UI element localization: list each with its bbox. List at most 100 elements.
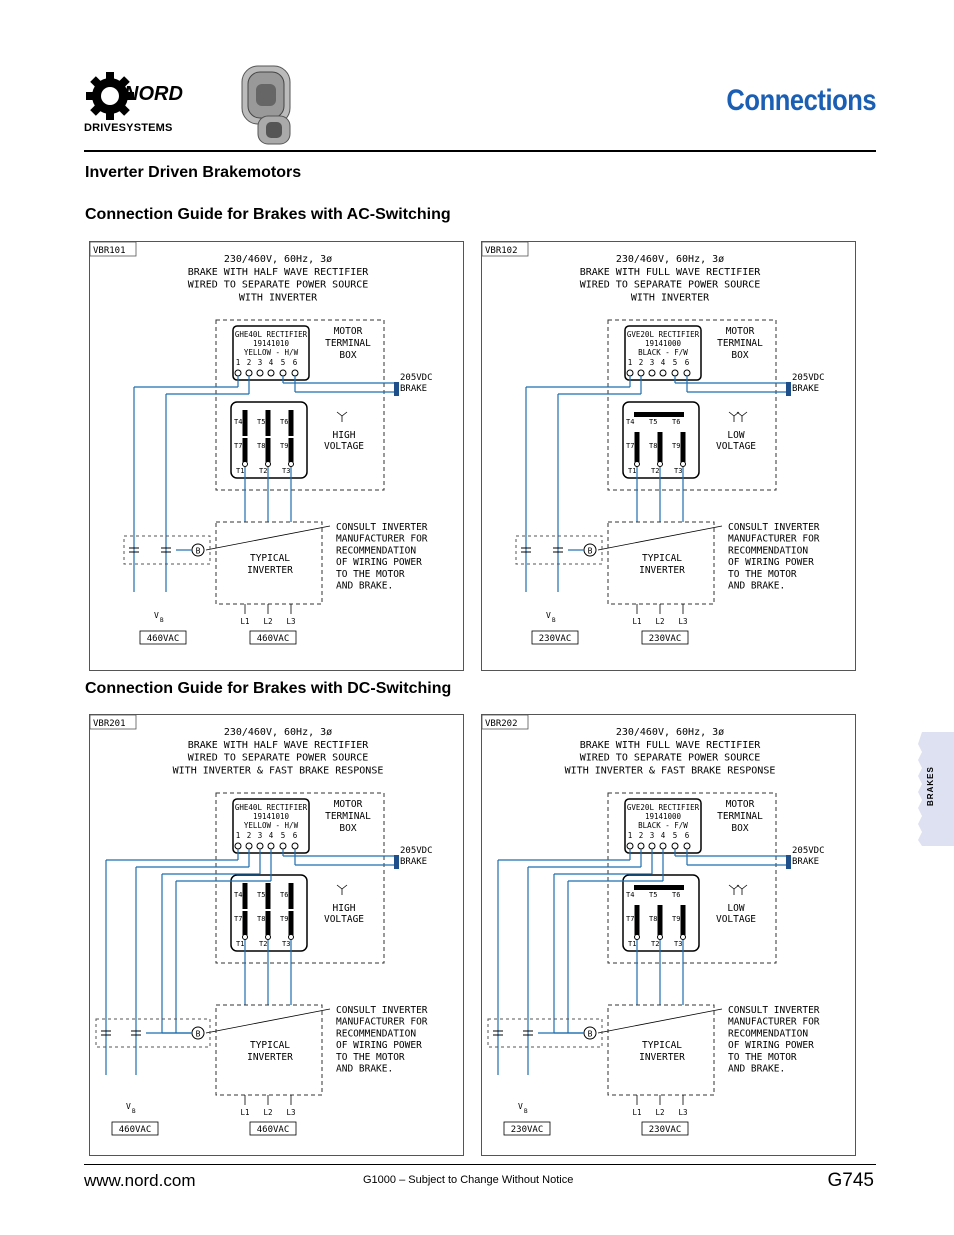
diagram-title-line: 230/460V, 60Hz, 3ø: [616, 727, 724, 738]
motor-terminal-label: T2: [259, 940, 267, 948]
inverter-box[interactable]: [215, 1004, 323, 1096]
motor-terminal-label: T7: [626, 442, 634, 450]
motor-terminal-label: T7: [626, 915, 634, 923]
brake-label: BRAKE: [400, 857, 427, 867]
consult-note-line: RECOMMENDATION: [336, 1028, 416, 1039]
inverter-label: TYPICAL: [642, 1040, 682, 1051]
rectifier-terminal: [234, 842, 242, 850]
line-terminal-label: L2: [655, 617, 664, 626]
terminal-link-bar: [265, 438, 271, 462]
motor-terminal-box-label: BOX: [731, 350, 748, 361]
voltage-label: VOLTAGE: [324, 914, 364, 925]
inverter-box[interactable]: [607, 521, 715, 605]
motor-terminal: [242, 461, 248, 467]
diagram-title-line: 230/460V, 60Hz, 3ø: [224, 254, 332, 265]
rectifier-terminal-number: 6: [685, 831, 690, 840]
brake-coil: [394, 382, 399, 396]
consult-note-line: AND BRAKE.: [728, 1064, 785, 1075]
consult-note-line: RECOMMENDATION: [336, 545, 416, 556]
consult-note-line: OF WIRING POWER: [728, 557, 814, 568]
rectifier-terminal: [245, 842, 253, 850]
vb-subscript: B: [160, 617, 164, 624]
rectifier-terminal: [279, 369, 287, 377]
rectifier-terminal: [671, 842, 679, 850]
motor-terminal-label: T9: [672, 915, 680, 923]
inverter-supply-box: [641, 630, 689, 645]
motor-terminal-label: T4: [626, 891, 634, 899]
motor-terminal: [634, 934, 640, 940]
consult-note-line: AND BRAKE.: [728, 581, 785, 592]
vb-supply-box: [111, 1121, 159, 1136]
brake-contactor-label: B: [588, 1030, 593, 1039]
motor-terminal: [242, 934, 248, 940]
motor-terminal-label: T3: [674, 467, 682, 475]
inverter-label: INVERTER: [639, 1052, 685, 1063]
motor-terminal-box-label: TERMINAL: [325, 338, 371, 349]
rectifier-terminal-number: 1: [628, 358, 633, 367]
line-terminal-label: L3: [286, 1108, 295, 1117]
motor-terminal-label: T1: [628, 467, 636, 475]
brake-label: 205VDC: [400, 373, 433, 383]
inverter-box[interactable]: [215, 521, 323, 605]
rectifier-terminal: [267, 369, 275, 377]
diagram-title-line: WITH INVERTER: [631, 292, 710, 303]
diagram-title-line: WIRED TO SEPARATE POWER SOURCE: [188, 280, 369, 291]
motor-terminal: [657, 461, 663, 467]
motor-terminal-box-outline: [607, 792, 777, 964]
motor-terminal: [680, 934, 686, 940]
diagram-title-line: WIRED TO SEPARATE POWER SOURCE: [580, 753, 761, 764]
line-terminal-label: L1: [240, 1108, 249, 1117]
diagram-id: VBR202: [485, 719, 518, 729]
rectifier-terminal-number: 5: [673, 358, 678, 367]
motor-terminal-box-label: MOTOR: [726, 326, 755, 337]
brake-coil: [786, 382, 791, 396]
inverter-supply-label: 460VAC: [257, 634, 290, 644]
consult-note-line: TO THE MOTOR: [728, 1052, 797, 1063]
rectifier-terminal-number: 3: [650, 831, 655, 840]
diagram-id: VBR101: [93, 246, 126, 256]
terminal-link-bar: [680, 905, 686, 935]
consult-note-line: TO THE MOTOR: [728, 569, 797, 580]
brake-coil: [786, 855, 791, 869]
wye-symbol: [741, 884, 748, 890]
motor-terminal-label: T5: [257, 891, 265, 899]
consult-note-line: OF WIRING POWER: [728, 1040, 814, 1051]
motor-terminal: [634, 461, 640, 467]
consult-note-line: CONSULT INVERTER: [728, 522, 820, 533]
line-terminal-label: L3: [678, 617, 687, 626]
section-heading: Inverter Driven Brakemotors: [85, 164, 302, 181]
brake-label: BRAKE: [792, 384, 819, 394]
motor-terminal: [680, 461, 686, 467]
inverter-box[interactable]: [607, 1004, 715, 1096]
diagram-title-line: WITH INVERTER & FAST BRAKE RESPONSE: [173, 765, 384, 776]
brake-product-image: [232, 58, 304, 150]
motor-terminal-label: T2: [651, 467, 659, 475]
diagram-title-line: BRAKE WITH HALF WAVE RECTIFIER: [188, 740, 370, 751]
terminal-link-bar: [634, 905, 640, 935]
vb-subscript: B: [552, 617, 556, 624]
motor-terminal-box-label: BOX: [339, 823, 356, 834]
brakes-tab[interactable]: BRAKES: [912, 732, 954, 846]
terminal-link-bar: [242, 410, 248, 436]
rectifier-terminal-number: 4: [661, 831, 666, 840]
rectifier-terminal: [256, 842, 264, 850]
motor-terminal-label: T1: [628, 940, 636, 948]
motor-terminal-box-outline: [215, 792, 385, 964]
contactor-box: [487, 1018, 603, 1048]
rectifier-terminal: [626, 842, 634, 850]
diagram-id: VBR102: [485, 246, 518, 256]
rectifier-label: GHE40L RECTIFIER: [235, 330, 308, 339]
rectifier-label: 19141000: [645, 812, 682, 821]
brake-label: 205VDC: [792, 373, 825, 383]
brake-coil: [394, 855, 399, 869]
terminal-link-bar: [634, 432, 640, 462]
motor-terminal-label: T8: [257, 442, 265, 450]
consult-note-line: TO THE MOTOR: [336, 1052, 405, 1063]
footer-url-link[interactable]: www.nord.com: [84, 1171, 196, 1190]
vb-subscript: B: [132, 1108, 136, 1115]
vb-supply-label: 460VAC: [119, 1125, 152, 1135]
contactor-box: [95, 1018, 211, 1048]
brake-contactor-label: B: [196, 547, 201, 556]
gear-icon: NORD: [86, 72, 183, 120]
motor-terminal-label: T1: [236, 467, 244, 475]
